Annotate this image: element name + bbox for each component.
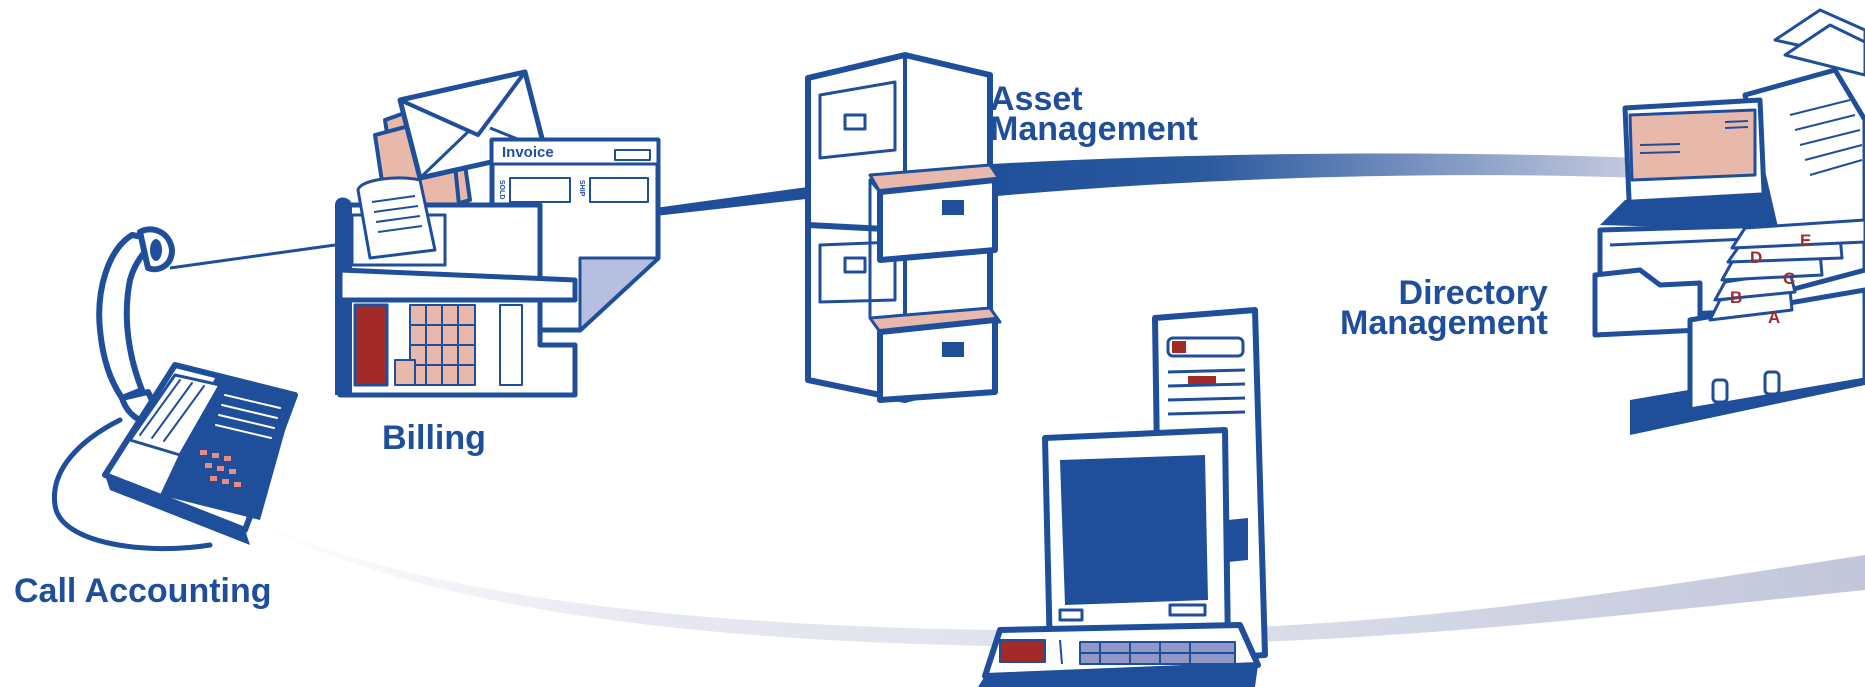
computer-icon (978, 307, 1268, 687)
card-tab-d: D (1750, 248, 1762, 267)
filing-cabinet-icon (805, 52, 1002, 403)
card-tab-e: E (1800, 231, 1811, 250)
card-tab-a: A (1768, 308, 1780, 327)
connection-path (169, 153, 1865, 646)
invoice-ship-label: SHIP (578, 180, 585, 197)
label-asset-management: Asset Management (990, 80, 1198, 148)
invoice-title: Invoice (502, 144, 554, 161)
label-directory-line1: Directory (1398, 274, 1548, 312)
label-call-accounting: Call Accounting (14, 572, 272, 610)
invoice-sold-label: SOLD (498, 180, 505, 199)
label-billing: Billing (382, 419, 486, 457)
billing-machine-icon (335, 69, 661, 398)
card-tabs: A B C D E (1730, 231, 1811, 327)
label-asset-line1: Asset (990, 80, 1083, 118)
card-tab-b: B (1730, 288, 1742, 307)
label-directory-management: Directory Management (1340, 274, 1548, 342)
card-file-icon (1592, 8, 1865, 435)
label-asset-line2: Management (990, 110, 1198, 148)
label-call-accounting-text: Call Accounting (14, 572, 272, 610)
label-billing-text: Billing (382, 419, 486, 457)
telephone-icon (51, 226, 298, 552)
card-tab-c: C (1783, 269, 1795, 288)
label-directory-line2: Management (1340, 304, 1548, 342)
